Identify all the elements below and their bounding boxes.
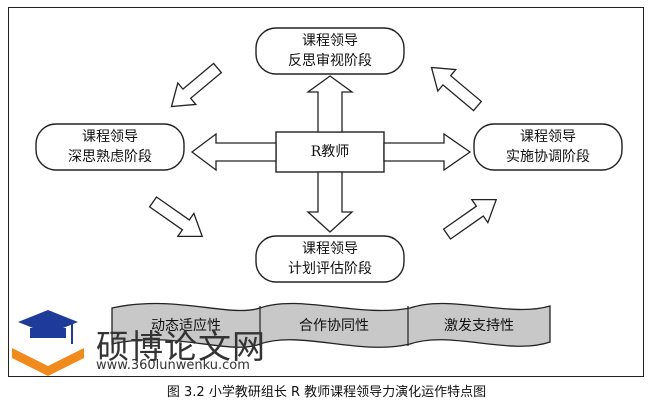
stage-right: 课程领导 实施协调阶段 xyxy=(474,127,622,167)
watermark-url: www.360lunwenku.com xyxy=(96,358,250,373)
stage-top-line2: 反思审视阶段 xyxy=(288,53,372,69)
stage-box-bottom xyxy=(255,235,405,283)
stage-left-line1: 课程领导 xyxy=(82,129,138,145)
stage-top-line1: 课程领导 xyxy=(302,33,358,49)
band-label-2: 合作协同性 xyxy=(299,318,369,334)
arrow-down xyxy=(306,171,354,233)
stage-bottom-line2: 计划评估阶段 xyxy=(288,261,372,277)
stage-left-line2: 深思熟虑阶段 xyxy=(68,149,152,165)
stage-box-top xyxy=(255,27,405,75)
stage-box-right xyxy=(473,123,623,171)
stage-bottom-line1: 课程领导 xyxy=(302,241,358,257)
arrow-diag-left-bottom xyxy=(148,196,204,238)
arrow-up xyxy=(306,75,354,133)
stage-box-left xyxy=(35,123,185,171)
arrow-diag-right-top xyxy=(430,66,483,112)
stage-right-line1: 课程领导 xyxy=(520,129,576,145)
stage-left: 课程领导 深思熟虑阶段 xyxy=(36,127,184,167)
arrow-left xyxy=(190,132,277,172)
figure-caption: 图 3.2 小学教研组长 R 教师课程领导力演化运作特点图 xyxy=(166,385,487,400)
watermark-title: 硕博论文网 xyxy=(96,327,266,366)
band-label-1: 动态适应性 xyxy=(151,318,221,334)
stage-top: 课程领导 反思审视阶段 xyxy=(256,31,404,71)
watermark-logo-icon xyxy=(12,310,84,376)
stage-right-line2: 实施协调阶段 xyxy=(506,149,590,165)
arrow-diag-bottom-right xyxy=(442,198,498,240)
center-node-label: R教师 xyxy=(310,144,350,160)
figure-frame xyxy=(8,7,644,377)
stage-bottom: 课程领导 计划评估阶段 xyxy=(256,239,404,279)
arrow-right xyxy=(383,132,472,172)
band-label-3: 激发支持性 xyxy=(444,318,514,334)
arrow-diag-top-left xyxy=(170,62,223,108)
